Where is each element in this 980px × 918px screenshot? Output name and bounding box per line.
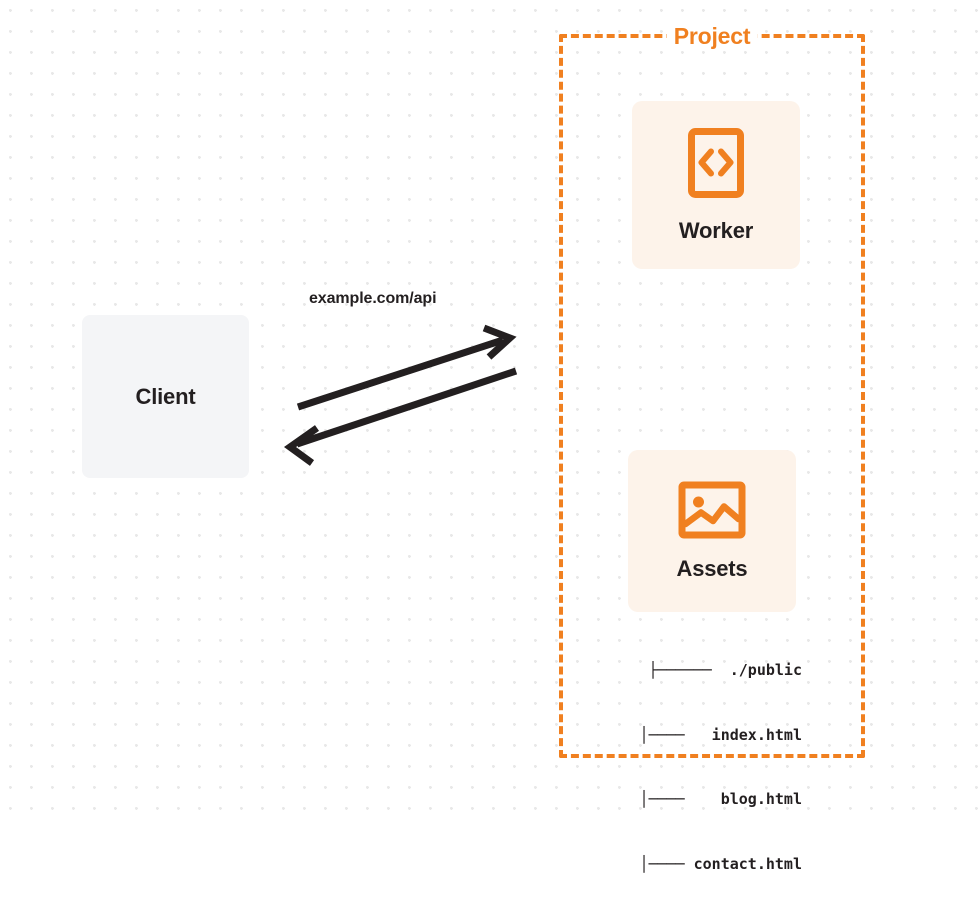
project-group-container: Project [559, 22, 865, 758]
connector-label: example.com/api [309, 290, 437, 307]
request-arrow [296, 324, 517, 411]
worker-node-label: Worker [678, 217, 754, 243]
assets-file-tree: ├────── ./public │──── index.html │──── … [606, 617, 802, 918]
image-picture-icon [678, 481, 746, 544]
client-node-label: Client [135, 383, 196, 409]
assets-node[interactable]: Assets [628, 450, 796, 612]
tree-row: ├────── ./public [648, 661, 802, 679]
tree-row: │──── index.html [639, 725, 802, 744]
tree-row: │──── blog.html [639, 790, 802, 808]
worker-node[interactable]: Worker [632, 101, 800, 269]
client-node[interactable]: Client [82, 315, 249, 478]
response-arrow [283, 367, 518, 466]
code-brackets-icon [687, 127, 745, 204]
project-group-label: Project [666, 22, 758, 50]
diagram-canvas: example.com/api Client Project Worker As… [0, 0, 980, 873]
tree-row: │──── contact.html [639, 854, 802, 873]
assets-node-label: Assets [676, 555, 748, 581]
